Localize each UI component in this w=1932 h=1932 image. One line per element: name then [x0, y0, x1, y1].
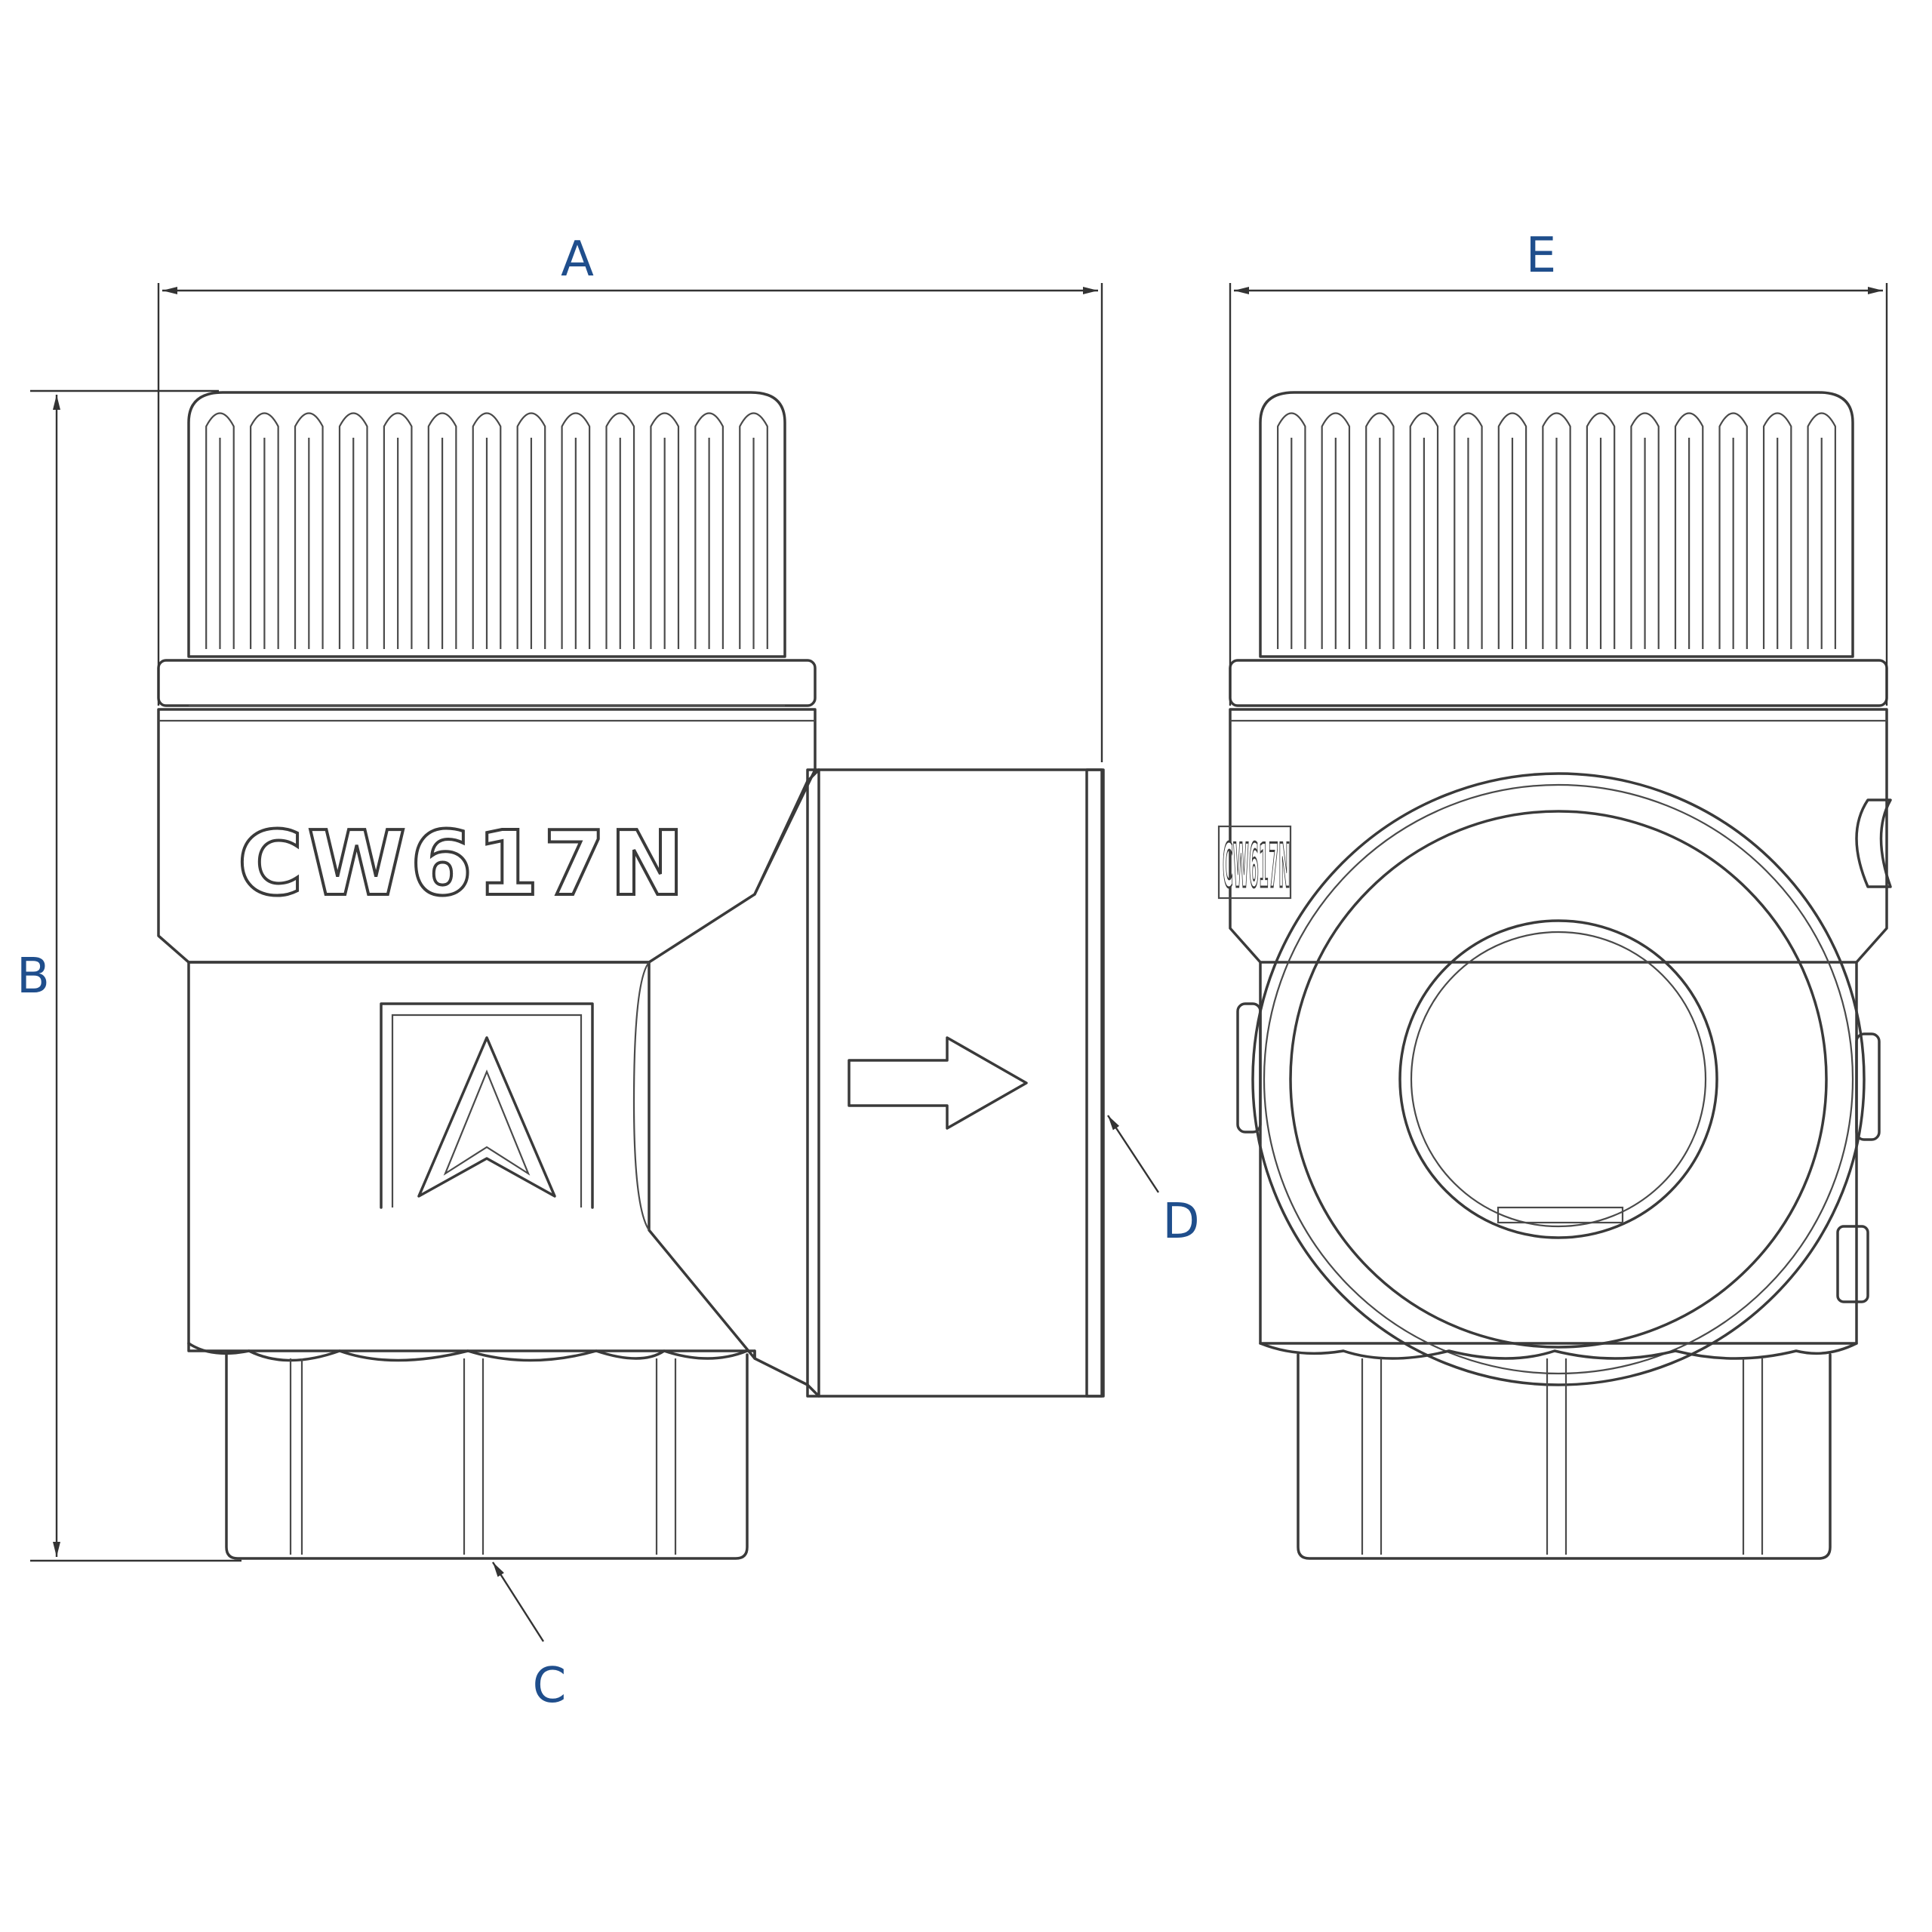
- front-cap-knurl: [205, 412, 768, 649]
- body-marking: CW617N: [238, 811, 689, 915]
- dimension-label-b: B: [17, 949, 50, 1004]
- side-body: CW617N: [1217, 708, 1892, 1386]
- dimension-labels: A B C D E: [17, 228, 1556, 1714]
- side-cap: [1229, 391, 1888, 707]
- dimension-label-a: A: [561, 232, 594, 288]
- front-body: CW617N: [157, 708, 817, 1360]
- dimension-label-e: E: [1526, 228, 1556, 284]
- outlet-port: [753, 768, 1105, 1398]
- dimension-lines: [30, 283, 1888, 1642]
- side-view: CW617N: [1217, 391, 1892, 1560]
- front-view: CW617N: [157, 391, 1105, 1560]
- inlet-hex: [187, 1342, 749, 1560]
- side-inlet-hex: [1259, 1342, 1858, 1560]
- triangle-logo-icon: [380, 1002, 594, 1209]
- side-marking: CW617N: [1223, 831, 1291, 901]
- front-cap: [157, 391, 817, 707]
- dimension-label-d: D: [1162, 1194, 1199, 1250]
- arrow-right-icon: [848, 1036, 1028, 1130]
- side-cap-knurl: [1277, 412, 1836, 649]
- dimension-label-c: C: [533, 1658, 567, 1714]
